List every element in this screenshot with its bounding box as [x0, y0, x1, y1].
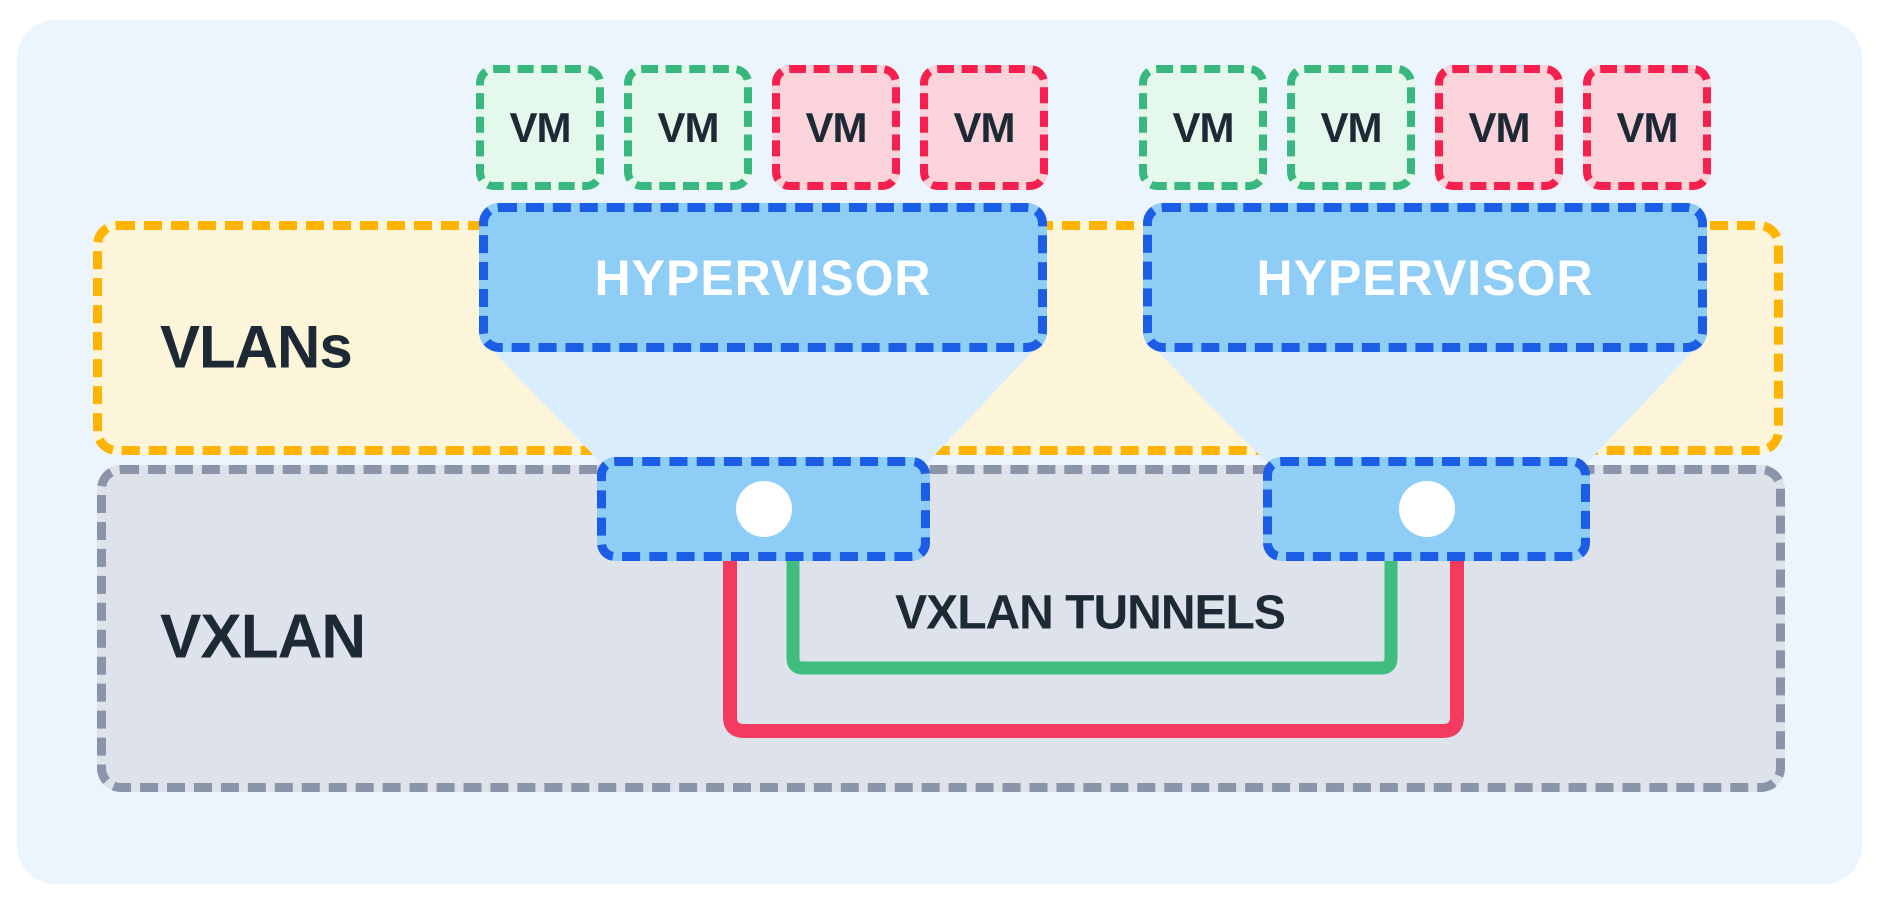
vtep-box-left: [597, 457, 930, 561]
hypervisor-box-right: HYPERVISOR: [1143, 203, 1707, 352]
vtep-port-circle: [1398, 481, 1455, 537]
vm-box: VM: [624, 65, 752, 190]
vm-box: VM: [476, 65, 604, 190]
vtep-box-right: [1263, 457, 1590, 561]
hypervisor-label: HYPERVISOR: [594, 249, 932, 306]
vm-box: VM: [772, 65, 900, 190]
vxlan-label: VXLAN: [160, 602, 366, 672]
vtep-port-circle: [735, 481, 792, 537]
vlans-label: VLANs: [160, 313, 353, 381]
vm-box: VM: [920, 65, 1048, 190]
vxlan-tunnels-label: VXLAN TUNNELS: [895, 586, 1286, 640]
vm-box: VM: [1435, 65, 1563, 190]
vm-box: VM: [1583, 65, 1711, 190]
hypervisor-box-left: HYPERVISOR: [479, 203, 1047, 352]
vm-box: VM: [1139, 65, 1267, 190]
hypervisor-label: HYPERVISOR: [1256, 249, 1594, 306]
vm-box: VM: [1287, 65, 1415, 190]
